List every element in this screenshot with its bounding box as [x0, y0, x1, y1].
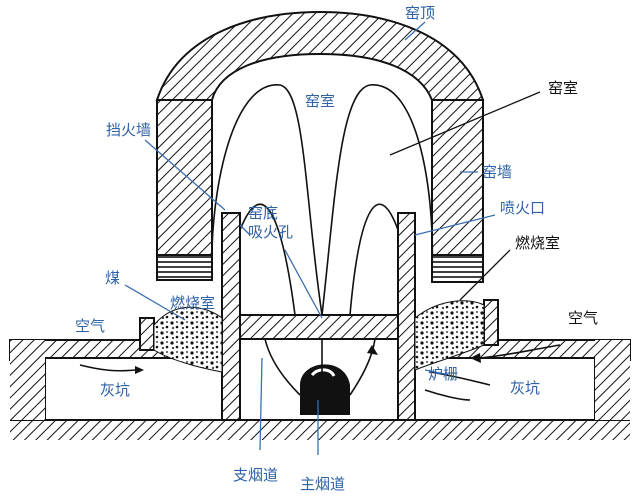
- label-kiln-chamber-inner: 窑室: [305, 92, 336, 110]
- ash-pit-right-cavity: [414, 357, 596, 421]
- label-suction-hole: 吸火孔: [248, 223, 294, 241]
- label-ash-pit-left: 灰坑: [100, 381, 131, 399]
- kiln-top-dome: [155, 10, 485, 101]
- label-combustion-chamber-left: 燃烧室: [170, 294, 216, 312]
- coal-left: [153, 306, 223, 373]
- kiln-wall-right-base: [431, 254, 484, 283]
- main-flue-opening: [300, 364, 350, 415]
- label-main-flue: 主烟道: [300, 475, 346, 493]
- ash-pit-left-cavity: [44, 357, 223, 421]
- label-branch-flue: 支烟道: [233, 466, 279, 484]
- label-kiln-top: 窑顶: [405, 4, 436, 22]
- coal-right: [414, 300, 485, 371]
- label-air-left: 空气: [75, 317, 106, 335]
- kiln-floor: [239, 314, 399, 340]
- label-kiln-chamber-right: 窑室: [548, 79, 579, 97]
- kiln-wall-right: [431, 99, 484, 256]
- kiln-wall-left: [156, 99, 213, 256]
- ground-base: [10, 420, 630, 440]
- label-ash-pit-right: 灰坑: [510, 379, 541, 397]
- label-kiln-floor: 窑底: [248, 204, 279, 222]
- baffle-wall-left: [221, 212, 241, 421]
- kiln-wall-left-base: [156, 254, 213, 281]
- label-flame-port: 喷火口: [500, 199, 546, 217]
- label-grate: 炉栅: [428, 365, 459, 383]
- label-coal: 煤: [105, 269, 121, 287]
- baffle-wall-right: [397, 212, 416, 421]
- label-air-right: 空气: [568, 309, 599, 327]
- label-combustion-chamber-right: 燃烧室: [515, 234, 561, 252]
- label-kiln-wall: 窑墙: [482, 163, 513, 181]
- label-baffle-wall: 挡火墙: [106, 121, 152, 139]
